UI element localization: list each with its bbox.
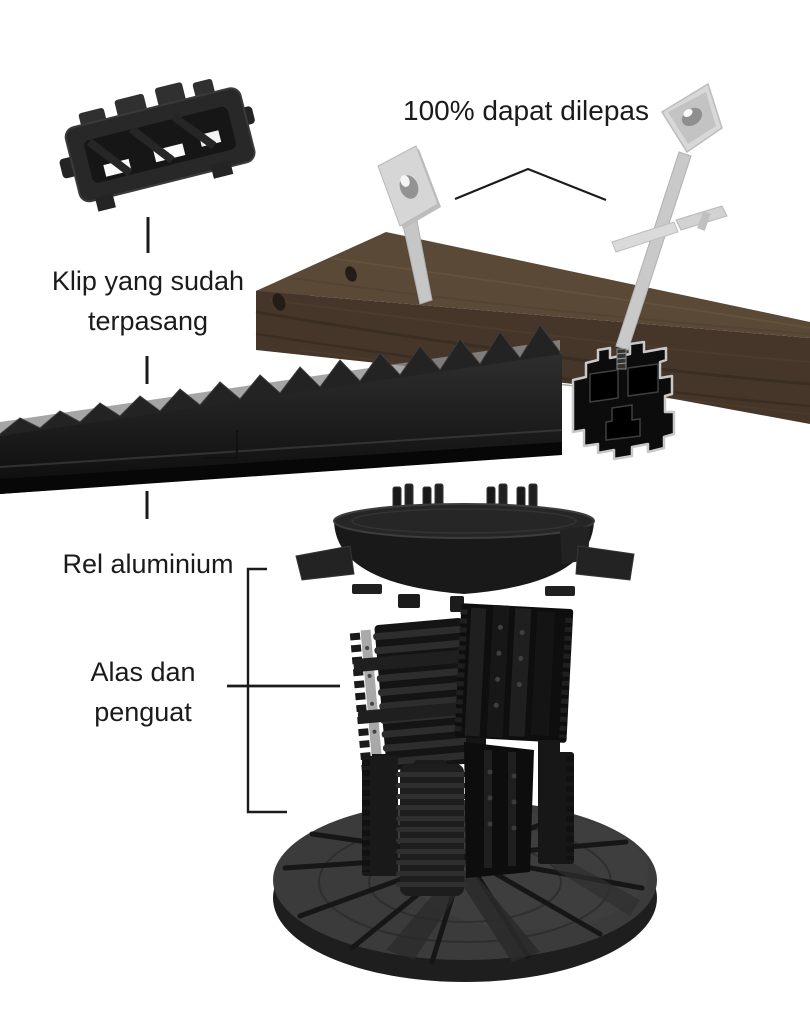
pedestal-extender-slatted (454, 603, 574, 743)
pedestal-head-tab (545, 586, 575, 596)
rivets (493, 624, 525, 708)
slat (530, 611, 556, 737)
rail-bottom-edge (0, 442, 562, 494)
profile-screw-threads (616, 352, 627, 365)
slatted-serrated-edge (454, 609, 468, 734)
aluminium-rail (0, 324, 563, 494)
hidden-fastener-left (377, 145, 441, 305)
fastener-crossbar-clip (697, 211, 711, 231)
board-grain (291, 277, 810, 335)
bracket-base-group (246, 567, 287, 814)
extender-arm (353, 649, 466, 672)
slat (508, 608, 532, 737)
board-screw-hole (272, 293, 286, 311)
base-upright-right (538, 752, 574, 864)
fastener-hole-highlight (400, 175, 410, 187)
label-preinstalled-clip: Klip yang sudah terpasang (51, 266, 245, 336)
base-threaded-column (396, 764, 468, 896)
profile-slot (605, 404, 641, 441)
rivet (370, 701, 375, 706)
pedestal-head-wing-left (295, 545, 355, 581)
board-grain (329, 257, 810, 329)
base-wedge (458, 868, 540, 962)
label-removable: 100% dapat dilepas (403, 95, 649, 126)
annotation-lines (145, 167, 607, 814)
base-upright-center (464, 742, 534, 878)
label-aluminium-rail: Rel aluminium (62, 549, 234, 579)
base-wedge (552, 856, 640, 916)
fastener-stem (615, 151, 692, 351)
profile-cavity (627, 363, 659, 397)
board-screw-hole (345, 266, 357, 282)
pedestal-base (273, 742, 657, 982)
pedestal-head-rim (333, 503, 595, 539)
deck-clip-struts (86, 113, 217, 177)
rivet (372, 729, 377, 734)
pedestal-head (295, 483, 635, 612)
slat (464, 607, 487, 737)
board-grain (299, 349, 810, 415)
slat (486, 604, 510, 738)
rail-highlight (0, 429, 563, 468)
pedestal-extender-ribbed (349, 617, 476, 773)
fastener-crossbar-left (611, 221, 679, 253)
fastener-hole-highlight (683, 108, 693, 118)
pedestal-head-tab (352, 584, 382, 594)
rail-cross-section (571, 340, 676, 461)
deck-clip (59, 78, 256, 212)
hidden-fastener-right (611, 82, 728, 351)
label-base-support: Alas dan penguat (90, 657, 196, 727)
slatted-serrated-edge (559, 617, 573, 738)
pedestal-head-inner-rim (351, 508, 577, 534)
base-upright-left (362, 756, 398, 876)
deck-clip-foot (210, 160, 234, 179)
pedestal-head-lug (450, 596, 464, 612)
rail-clip-callout-line (203, 430, 238, 459)
board-grain (269, 299, 810, 363)
chevron-removable (454, 167, 607, 202)
pedestal-head-wing-right (575, 545, 635, 581)
extender-arm (357, 701, 471, 724)
pedestal-head-body (334, 521, 594, 594)
board-top-face (256, 232, 810, 338)
deck-clip-gap (153, 143, 186, 163)
deck-clip-foot (95, 193, 116, 212)
rivet (367, 673, 372, 678)
rivet (365, 646, 370, 651)
pedestal-head-lug (398, 594, 420, 608)
profile-cavity (589, 369, 619, 403)
